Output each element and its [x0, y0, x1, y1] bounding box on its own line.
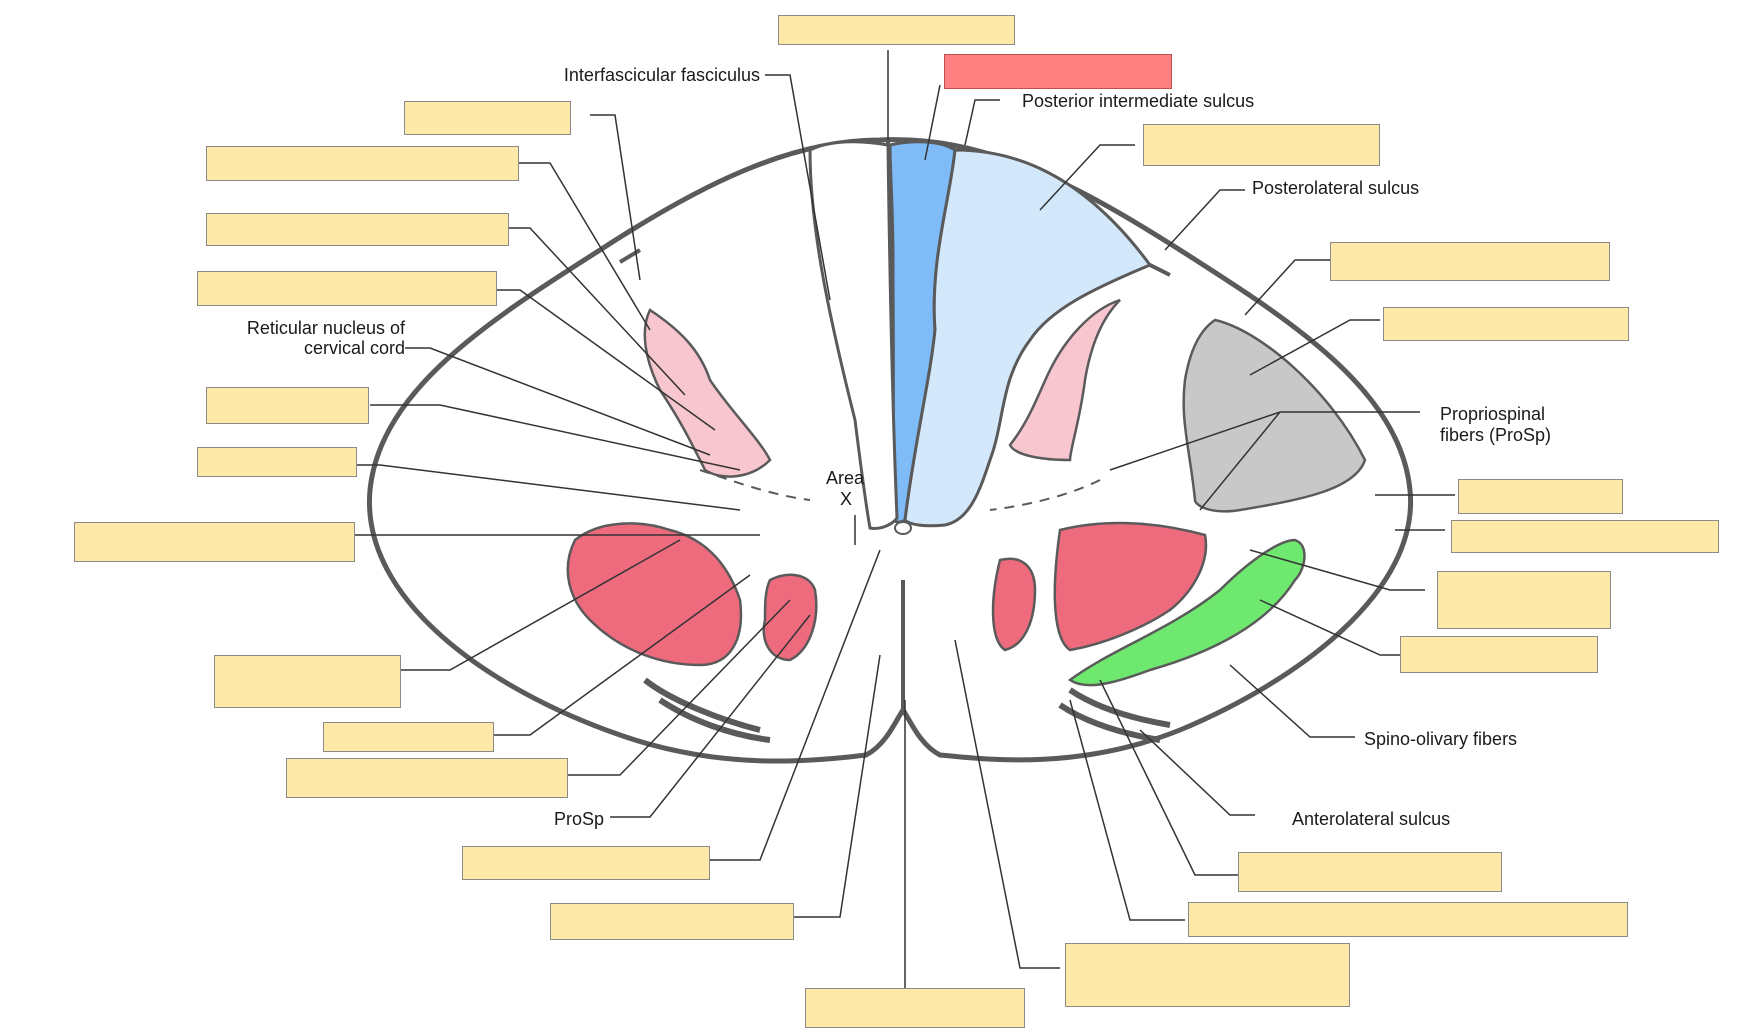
posterior-horn-right — [1008, 298, 1121, 462]
ventral-root-fibers-right — [1068, 687, 1171, 728]
answer-box-left-6[interactable] — [197, 447, 357, 477]
label-spino-olivary-fibers: Spino-olivary fibers — [1364, 729, 1518, 749]
label-area: Area — [826, 468, 865, 488]
anterior-horn-left-medial — [762, 573, 818, 662]
answer-box-right-4[interactable] — [1458, 479, 1623, 514]
answer-box-left-10[interactable] — [286, 758, 568, 798]
answer-box-bottom-2[interactable] — [550, 903, 794, 940]
answer-box-right-9[interactable] — [1188, 902, 1628, 937]
fasciculus-cuneatus — [903, 148, 1153, 528]
ventral-root-fibers-left — [643, 677, 761, 733]
anterior-horn-right — [1053, 521, 1208, 652]
spinocerebellar-tract — [1182, 318, 1367, 513]
label-posterolateral-sulcus: Posterolateral sulcus — [1252, 178, 1420, 198]
spinothalamic-tract — [1067, 538, 1306, 687]
label-reticular-nucleus-line2: cervical cord — [303, 338, 405, 358]
answer-box-right-1[interactable] — [1143, 124, 1380, 166]
answer-box-bottom-3[interactable] — [805, 988, 1025, 1028]
answer-box-left-9[interactable] — [323, 722, 494, 752]
answer-box-top-center-highlighted[interactable] — [944, 54, 1172, 89]
central-canal — [894, 521, 912, 535]
answer-box-right-2[interactable] — [1330, 242, 1610, 281]
answer-box-right-3[interactable] — [1383, 307, 1629, 341]
posterior-horn-left — [643, 308, 772, 478]
anterior-horn-left — [566, 522, 743, 667]
answer-box-right-7[interactable] — [1400, 636, 1598, 673]
answer-box-bottom-1[interactable] — [462, 846, 710, 880]
answer-box-right-5[interactable] — [1451, 520, 1719, 553]
answer-box-left-1[interactable] — [404, 101, 571, 135]
answer-box-right-6[interactable] — [1437, 571, 1611, 629]
answer-box-left-3[interactable] — [206, 213, 509, 246]
label-anterolateral-sulcus: Anterolateral sulcus — [1292, 809, 1451, 829]
left-dorsal-column — [808, 140, 899, 530]
answer-box-top-center[interactable] — [778, 15, 1015, 45]
answer-box-right-8[interactable] — [1238, 852, 1502, 892]
label-posterior-intermediate-sulcus: Posterior intermediate sulcus — [1022, 91, 1255, 111]
label-interfascicular-fasciculus: Interfascicular fasciculus — [563, 65, 760, 85]
label-propriospinal-line1: Propriospinal — [1440, 404, 1546, 424]
answer-box-left-5[interactable] — [206, 387, 369, 424]
answer-box-left-8[interactable] — [214, 655, 401, 708]
right-intermediate-zone — [989, 479, 1101, 511]
answer-box-left-7[interactable] — [74, 522, 355, 562]
answer-box-left-2[interactable] — [206, 146, 519, 181]
label-prosp: ProSp — [554, 809, 605, 829]
anterior-horn-right-medial — [991, 557, 1037, 652]
answer-box-right-10[interactable] — [1065, 943, 1350, 1007]
label-reticular-nucleus-line1: Reticular nucleus of — [246, 318, 405, 338]
label-area-x: X — [840, 489, 853, 509]
answer-box-left-4[interactable] — [197, 271, 497, 306]
label-propriospinal-line2: fibers (ProSp) — [1440, 425, 1552, 445]
